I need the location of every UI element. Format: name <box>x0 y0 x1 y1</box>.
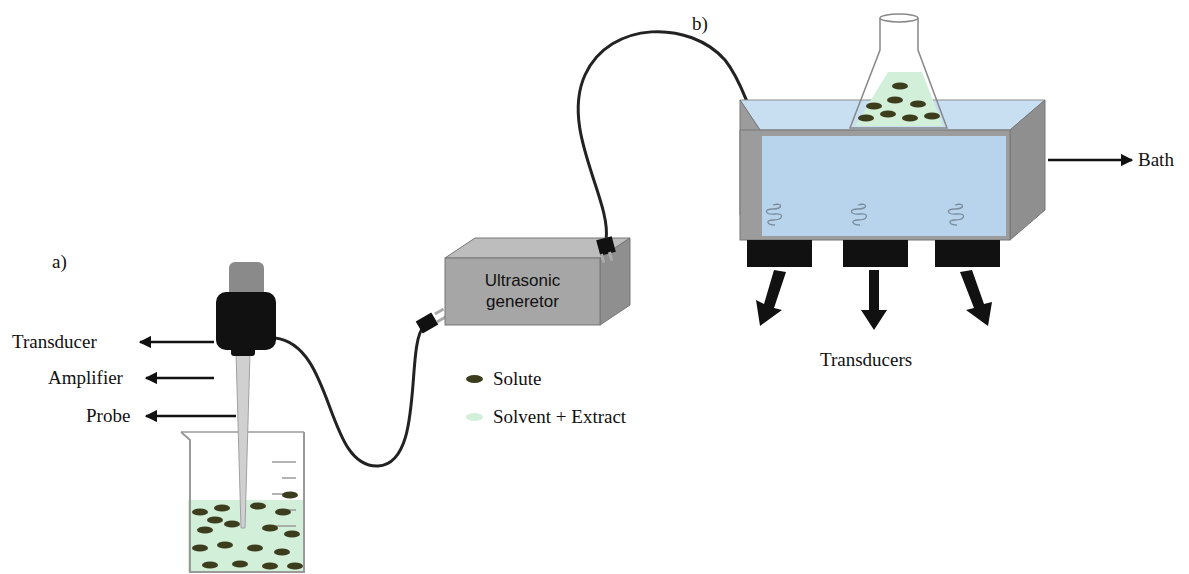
part-label: Bath <box>1138 150 1174 171</box>
solute-particle <box>224 520 240 527</box>
solute-particle <box>858 114 874 121</box>
solute-particle <box>214 504 230 511</box>
leader-arrow <box>140 341 214 344</box>
cable <box>275 326 424 466</box>
cable <box>578 32 762 240</box>
solute-particle <box>202 561 218 568</box>
solute-particle <box>892 82 908 89</box>
solute-particle <box>924 112 940 119</box>
part-label: Transducers <box>820 350 912 371</box>
solute-particle <box>262 524 278 531</box>
solute-particle <box>262 562 278 569</box>
part-label: Transducer <box>12 332 97 353</box>
solute-particle <box>282 491 298 498</box>
solute-particle <box>902 114 918 121</box>
solute-particle <box>287 562 303 569</box>
solute-particle <box>217 541 233 548</box>
panel-letter: a) <box>52 252 67 273</box>
solute-particle <box>207 516 223 523</box>
solute-particle <box>275 508 291 515</box>
leader-arrow <box>146 415 236 418</box>
legend-entry: Solvent + Extract <box>466 406 626 428</box>
panel-letter: b) <box>692 14 708 35</box>
solute-particle <box>910 100 926 107</box>
sonicator-probe <box>216 262 276 528</box>
solute-particle <box>192 508 208 515</box>
solute-particle <box>192 544 208 551</box>
solute-particle <box>247 544 263 551</box>
solute-particle <box>250 502 266 509</box>
solute-particle <box>284 530 300 537</box>
plug <box>596 236 616 263</box>
legend-text: Solvent + Extract <box>493 406 626 428</box>
solute-particle <box>880 110 896 117</box>
legend-entry: Solute <box>466 368 542 390</box>
part-label: Amplifier <box>48 368 123 389</box>
solute-particle <box>197 526 213 533</box>
legend-text: Solute <box>493 368 542 390</box>
solute-particle <box>887 96 903 103</box>
solute-particle <box>232 560 248 567</box>
solute-particle <box>866 102 882 109</box>
solute-particle <box>274 548 290 555</box>
leader-arrow <box>1048 159 1132 162</box>
down-arrow <box>756 270 992 330</box>
erlenmeyer-flask <box>850 14 947 128</box>
node-text: Ultrasonic generetor <box>455 271 590 312</box>
legend-swatch <box>466 375 483 383</box>
part-label: Probe <box>86 406 130 427</box>
generator-box: Ultrasonic generetor <box>445 258 600 325</box>
legend-swatch <box>466 413 483 421</box>
plug <box>416 308 447 334</box>
leader-arrow <box>146 377 214 380</box>
